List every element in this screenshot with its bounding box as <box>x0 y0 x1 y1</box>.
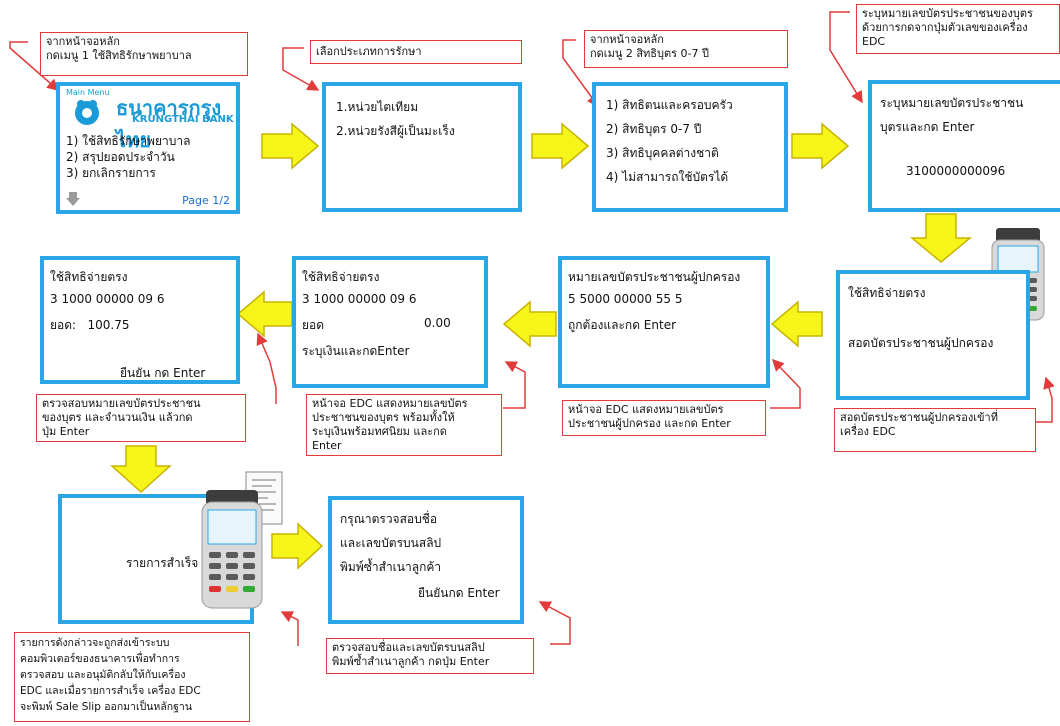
pointer-line-5 <box>1036 376 1055 423</box>
main-menu-label: Main Menu <box>66 88 110 97</box>
child-id-value[interactable]: 3100000000096 <box>906 164 1006 178</box>
edc-screen-confirm: ใช้สิทธิจ่ายตรง 3 1000 00000 09 6 ยอด: 1… <box>40 256 240 384</box>
treatment-item-1[interactable]: 1.หน่วยไตเทียม <box>336 100 419 114</box>
confirm-amount: ยอด: 100.75 <box>50 318 130 332</box>
note-verify-slip: ตรวจสอบชื่อและเลขบัตรบนสลิป พิมพ์ซ้ำสำเน… <box>326 638 534 674</box>
flow-arrow-4 <box>909 213 973 263</box>
parent-id-value: 5 5000 00000 55 5 <box>568 292 683 306</box>
bank-name-en: KRUNGTHAI BANK <box>132 114 234 125</box>
amount-label: ยอด <box>302 318 325 332</box>
child-id-prompt-1: ระบุหมายเลขบัตรประชาชน <box>880 96 1024 110</box>
flow-arrow-7 <box>236 290 293 338</box>
treatment-item-2[interactable]: 2.หน่วยรังสีผู้เป็นมะเร็ง <box>336 124 455 138</box>
flow-arrow-1 <box>261 122 320 170</box>
note-parent-id: หน้าจอ EDC แสดงหมายเลขบัตร ประชาชนผู้ปกค… <box>562 400 766 436</box>
arrow-down-icon[interactable] <box>66 192 80 206</box>
note-insert-parent-card: สอดบัตรประชาชนผู้ปกครองเข้าที่ เครื่อง E… <box>834 408 1036 452</box>
amount-value[interactable]: 0.00 <box>424 316 451 330</box>
edc-screen-rights: 1) สิทธิตนและครอบครัว 2) สิทธิบุตร 0-7 ป… <box>592 82 788 212</box>
parent-id-title: หมายเลขบัตรประชาชนผู้ปกครอง <box>568 270 741 284</box>
edc-screen-treatment: 1.หน่วยไตเทียม 2.หน่วยรังสีผู้เป็นมะเร็ง <box>322 82 522 212</box>
edc-screen-enter-amount: ใช้สิทธิจ่ายตรง 3 1000 00000 09 6 ยอด 0.… <box>292 256 488 388</box>
pointer-line-7 <box>503 361 526 409</box>
menu-item-3[interactable]: 3) ยกเลิกรายการ <box>66 166 156 180</box>
bank-logo-icon <box>75 100 99 125</box>
pointer-line-10 <box>538 601 571 645</box>
pointer-line-1 <box>9 41 60 91</box>
parent-id-confirm: ถูกต้องและกด Enter <box>568 318 677 332</box>
child-id-prompt-2: บุตรและกด Enter <box>880 120 975 134</box>
edc-screen-main-menu: Main Menu ธนาคารกรุงไทย KRUNGTHAI BANK 1… <box>56 82 240 214</box>
slip-verify-line-2: และเลขบัตรบนสลิป <box>340 536 442 550</box>
flow-arrow-2 <box>531 122 590 170</box>
pointer-line-3 <box>562 39 599 108</box>
amount-screen-title: ใช้สิทธิจ่ายตรง <box>302 270 380 284</box>
rights-item-1[interactable]: 1) สิทธิตนและครอบครัว <box>606 98 733 112</box>
rights-item-3[interactable]: 3) สิทธิบุคคลต่างชาติ <box>606 146 719 160</box>
edc-screen-child-id: ระบุหมายเลขบัตรประชาชน บุตรและกด Enter 3… <box>868 80 1060 212</box>
flow-arrow-6 <box>502 300 557 348</box>
bank-name-th: ธนาคารกรุงไทย <box>116 96 222 152</box>
edc-screen-insert-parent-card: ใช้สิทธิจ่ายตรง สอดบัตรประชาชนผู้ปกครอง <box>836 270 1030 400</box>
note-child-rights: จากหน้าจอหลัก กดเมนู 2 สิทธิบุตร 0-7 ปี <box>584 30 788 68</box>
note-transaction-complete: รายการดังกล่าวจะถูกส่งเข้าระบบ คอมพิวเตอ… <box>14 632 250 722</box>
slip-verify-line-3: พิมพ์ซ้ำสำเนาลูกค้า <box>340 560 442 574</box>
note-main-menu: จากหน้าจอหลัก กดเมนู 1 ใช้สิทธิรักษาพยาบ… <box>40 32 248 76</box>
edc-terminal-printer-image <box>201 490 263 609</box>
insert-card-prompt: สอดบัตรประชาชนผู้ปกครอง <box>848 336 994 350</box>
slip-verify-enter[interactable]: ยืนยันกด Enter <box>418 586 500 600</box>
page-indicator: Page 1/2 <box>182 194 230 207</box>
pointer-line-9 <box>280 611 299 646</box>
menu-item-1[interactable]: 1) ใช้สิทธิรักษาพยาบาล <box>66 134 191 148</box>
amount-screen-child-id: 3 1000 00000 09 6 <box>302 292 417 306</box>
flow-arrow-5 <box>770 300 823 348</box>
note-treatment-type: เลือกประเภทการรักษา <box>310 40 522 64</box>
flow-arrow-9 <box>271 522 324 570</box>
edc-screen-parent-id: หมายเลขบัตรประชาชนผู้ปกครอง 5 5000 00000… <box>558 256 770 388</box>
rights-item-2[interactable]: 2) สิทธิบุตร 0-7 ปี <box>606 122 702 136</box>
success-text: รายการสำเร็จ <box>126 556 199 570</box>
menu-item-2[interactable]: 2) สรุปยอดประจำวัน <box>66 150 175 164</box>
pointer-line-4 <box>829 11 863 104</box>
confirm-enter[interactable]: ยืนยัน กด Enter <box>120 366 206 380</box>
note-enter-child-id: ระบุหมายเลขบัตรประชาชนของบุตร ด้วยการกดจ… <box>856 4 1060 54</box>
rights-item-4[interactable]: 4) ไม่สามารถใช้บัตรได้ <box>606 170 729 184</box>
note-enter-amount: หน้าจอ EDC แสดงหมายเลขบัตร ประชาชนของบุต… <box>306 394 502 456</box>
confirm-title: ใช้สิทธิจ่ายตรง <box>50 270 128 284</box>
insert-card-title: ใช้สิทธิจ่ายตรง <box>848 286 926 300</box>
amount-prompt: ระบุเงินและกดEnter <box>302 344 410 358</box>
confirm-child-id: 3 1000 00000 09 6 <box>50 292 165 306</box>
pointer-line-2 <box>282 47 320 91</box>
pointer-line-8 <box>256 332 277 404</box>
flow-arrow-3 <box>791 122 850 170</box>
note-verify-amount: ตรวจสอบหมายเลขบัตรประชาชน ของบุตร และจำน… <box>36 394 246 442</box>
slip-verify-line-1: กรุณาตรวจสอบชื่อ <box>340 512 438 526</box>
edc-screen-verify-slip: กรุณาตรวจสอบชื่อ และเลขบัตรบนสลิป พิมพ์ซ… <box>328 496 524 624</box>
flow-arrow-8 <box>110 445 172 494</box>
pointer-line-6 <box>770 358 801 409</box>
